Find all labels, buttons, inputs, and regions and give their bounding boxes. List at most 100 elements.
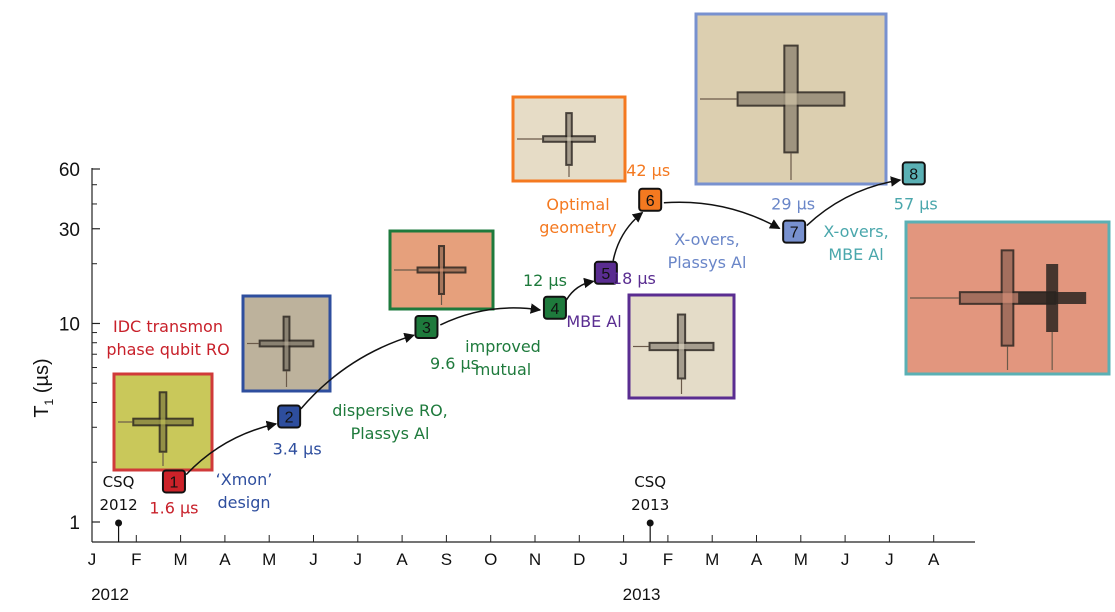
y-axis: T1 (µs) bbox=[31, 168, 93, 542]
progress-arrows bbox=[185, 176, 902, 476]
data-point-7: 7 bbox=[782, 219, 807, 244]
csq-events: CSQ 2012 CSQ 2013 bbox=[99, 473, 669, 542]
point-value-label: 57 µs bbox=[894, 194, 938, 213]
device-images bbox=[112, 12, 1111, 472]
point-value-label: 12 µs bbox=[523, 271, 567, 290]
x-tick-label: J bbox=[619, 550, 628, 569]
x-tick-label: J bbox=[88, 550, 97, 569]
event-year: 2013 bbox=[631, 496, 669, 514]
annotation-optimal: Optimal geometry bbox=[539, 195, 617, 237]
event-marker: CSQ 2012 bbox=[99, 473, 138, 542]
progress-arrow bbox=[612, 211, 644, 261]
annotation-line: geometry bbox=[539, 218, 617, 237]
progress-arrow bbox=[439, 303, 542, 326]
x-tick-label: S bbox=[441, 550, 452, 569]
x-tick-label: M bbox=[262, 550, 276, 569]
annotation-line: Plassys Al bbox=[351, 424, 430, 443]
data-point-5: 5 bbox=[593, 260, 618, 285]
point-id-label: 8 bbox=[909, 166, 918, 183]
progress-arrow bbox=[185, 420, 278, 476]
data-point-2: 2 bbox=[277, 404, 302, 429]
annotation-line: mutual bbox=[475, 360, 531, 379]
x-tick-label: J bbox=[309, 550, 318, 569]
point-marker bbox=[593, 260, 618, 285]
event-label: CSQ bbox=[103, 473, 135, 491]
annotation-xmon: ‘Xmon’ design bbox=[216, 470, 273, 512]
progress-arrow bbox=[806, 176, 902, 227]
point-id-label: 6 bbox=[646, 193, 655, 210]
annotation-line: Plassys Al bbox=[668, 253, 747, 272]
point-value-label: 42 µs bbox=[626, 161, 670, 180]
point-id-label: 2 bbox=[285, 409, 294, 426]
progress-arrow bbox=[565, 277, 595, 301]
event-year: 2012 bbox=[99, 496, 137, 514]
annotation-disp: dispersive RO,Plassys Al bbox=[332, 401, 448, 443]
annotation-xovers_plassys: X-overs, Plassys Al bbox=[668, 230, 747, 272]
device-image-img3 bbox=[388, 229, 495, 311]
data-point-3: 3 bbox=[414, 314, 439, 339]
data-point-4: 4 bbox=[542, 295, 567, 320]
x-tick-label: A bbox=[219, 550, 231, 569]
y-tick-label: 30 bbox=[59, 220, 80, 241]
point-id-label: 5 bbox=[601, 266, 610, 283]
annotation-line: X-overs, bbox=[823, 222, 888, 241]
x-tick-label: A bbox=[751, 550, 763, 569]
device-image-img7-second-qubit bbox=[1018, 264, 1087, 370]
x-tick-label: A bbox=[396, 550, 408, 569]
x-tick-label: J bbox=[841, 550, 850, 569]
event-label: CSQ bbox=[634, 473, 666, 491]
x-tick-label: F bbox=[131, 550, 141, 569]
device-image-img1 bbox=[112, 372, 214, 472]
y-tick-label: 60 bbox=[59, 160, 80, 181]
annotation-idc: IDC transmon phase qubit RO bbox=[106, 317, 229, 359]
annotation-line: IDC transmon bbox=[113, 317, 223, 336]
point-id-label: 1 bbox=[170, 474, 179, 491]
year-label: 2012 bbox=[91, 585, 129, 604]
point-id-label: 4 bbox=[550, 301, 559, 318]
x-tick-label: D bbox=[573, 550, 585, 569]
x-tick-label: M bbox=[174, 550, 188, 569]
data-points: 1 2 3 4 5 6 7 8 1.6 µs 3.4 µs 9.6 µs 12 µs 18 µs 42 µ… bbox=[149, 161, 937, 518]
annotation-line: MBE Al bbox=[566, 312, 621, 331]
y-tick-label: 1 bbox=[69, 513, 80, 534]
point-id-label: 7 bbox=[790, 225, 799, 242]
point-marker bbox=[542, 295, 567, 320]
annotation-line: X-overs, bbox=[674, 230, 739, 249]
annotation-line: improved bbox=[465, 337, 541, 356]
x-tick-label: J bbox=[354, 550, 363, 569]
point-marker bbox=[901, 161, 926, 186]
progress-arrow bbox=[663, 201, 781, 230]
data-point-1: 1 bbox=[161, 469, 186, 494]
data-point-6: 6 bbox=[638, 187, 663, 212]
year-label: 2013 bbox=[623, 585, 661, 604]
device-image-img4 bbox=[627, 293, 736, 400]
point-value-label: 3.4 µs bbox=[273, 439, 322, 458]
point-value-label: 18 µs bbox=[612, 269, 656, 288]
annotations: IDC transmon phase qubit RO ‘Xmon’ design di… bbox=[106, 195, 888, 512]
x-tick-label: F bbox=[663, 550, 673, 569]
x-tick-label: M bbox=[794, 550, 808, 569]
annotation-line: ‘Xmon’ bbox=[216, 470, 273, 489]
point-value-label: 9.6 µs bbox=[430, 354, 479, 373]
device-image-img6 bbox=[694, 12, 888, 186]
point-value-label: 1.6 µs bbox=[149, 498, 198, 517]
point-marker bbox=[277, 404, 302, 429]
x-year-labels: 2012 2013 bbox=[91, 585, 660, 604]
x-tick-label: N bbox=[529, 550, 541, 569]
annotation-mutual: improved mutual bbox=[465, 337, 541, 379]
point-id-label: 3 bbox=[422, 320, 431, 337]
annotation-xovers_mbe: X-overs,MBE Al bbox=[823, 222, 888, 264]
data-point-8: 8 bbox=[901, 161, 926, 186]
y-tick-label: 10 bbox=[59, 314, 80, 335]
annotation-line: phase qubit RO bbox=[106, 340, 229, 359]
device-image-img2 bbox=[241, 294, 332, 393]
annotation-line: Optimal bbox=[546, 195, 609, 214]
y-ticks: 1 10 30 60 bbox=[59, 160, 100, 534]
x-tick-label: O bbox=[484, 550, 497, 569]
device-image-img5 bbox=[511, 95, 627, 183]
point-marker bbox=[638, 187, 663, 212]
annotation-line: design bbox=[217, 493, 270, 512]
y-axis-label: T1 (µs) bbox=[31, 358, 56, 417]
